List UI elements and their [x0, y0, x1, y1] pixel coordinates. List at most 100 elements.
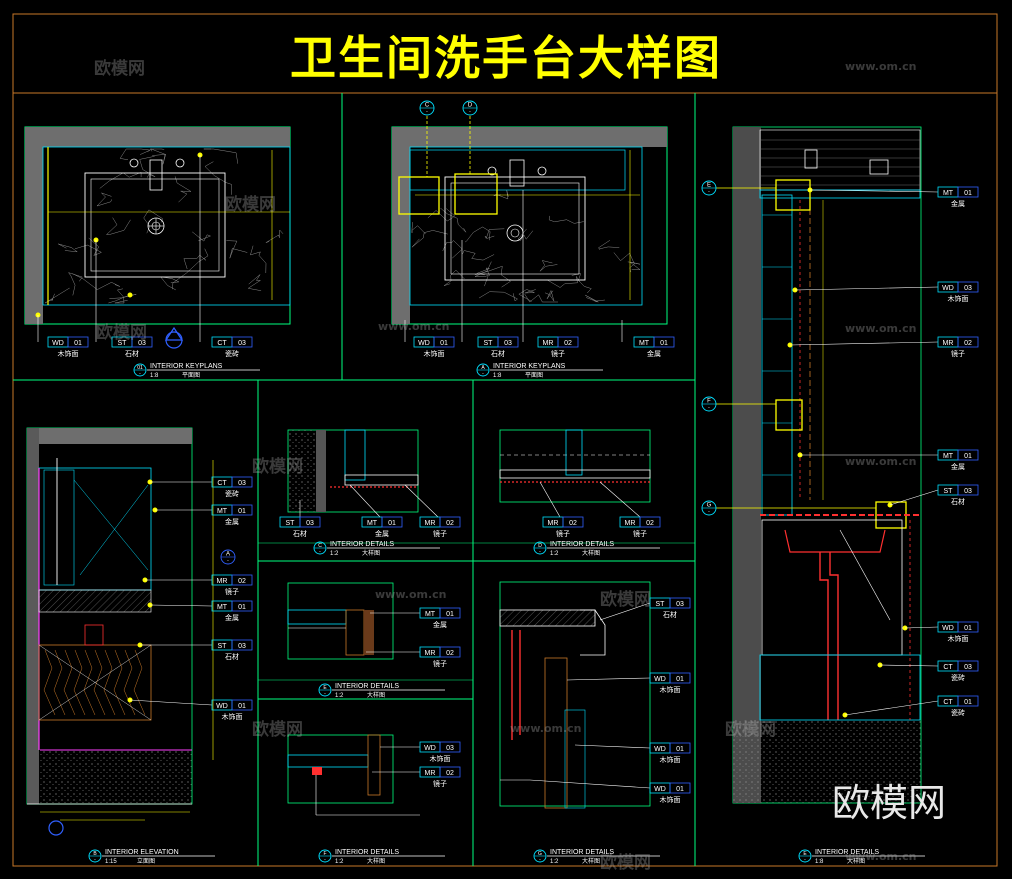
tag-code: WD — [654, 676, 666, 683]
watermark-cn: 欧模网 — [600, 590, 651, 610]
detd-profile — [565, 429, 583, 476]
elev-marker-ring — [48, 820, 64, 836]
tag-number: 01 — [74, 340, 82, 347]
view-caption-sub: - — [94, 857, 96, 863]
marble-vein — [546, 276, 580, 288]
marble-vein — [44, 287, 70, 304]
tag-code: ST — [118, 340, 128, 347]
tag-code: MR — [425, 770, 436, 777]
sect-leader — [904, 626, 939, 629]
sect-leader — [879, 664, 939, 667]
tag-number: 01 — [964, 699, 972, 706]
marble-vein — [226, 240, 248, 259]
tag-number-box — [562, 516, 584, 528]
marble-vein — [478, 291, 518, 302]
view-caption-id: G — [538, 851, 542, 857]
elev-wood-grain — [43, 649, 56, 716]
view-caption-id: F — [323, 851, 326, 857]
detf-seal — [312, 767, 322, 775]
tag-material-label: 金属 — [433, 620, 447, 629]
tag-number-box — [669, 672, 691, 684]
marble-vein — [147, 148, 167, 165]
tag-code: MT — [639, 340, 650, 347]
tag-material-label: 金属 — [951, 199, 965, 208]
plan1-wall-left — [25, 127, 43, 324]
tag-number: 02 — [446, 650, 454, 657]
tag-material-label: 石材 — [491, 349, 505, 358]
marble-vein — [105, 217, 131, 235]
sect-detail-box-e — [775, 179, 811, 211]
view-caption-sub: - — [324, 857, 326, 863]
tag-code: WD — [942, 285, 954, 292]
view-caption-scale: 1:15 — [105, 859, 117, 865]
tag-code: MR — [548, 520, 559, 527]
view-caption-title: INTERIOR DETAILS — [335, 849, 399, 856]
watermark-cn: 欧模网 — [252, 720, 303, 740]
tag-number-box — [439, 607, 461, 619]
section-callout: E- — [701, 180, 717, 196]
elev-leader — [149, 604, 213, 607]
sect-top-rail — [759, 189, 921, 199]
tag-number: 01 — [964, 625, 972, 632]
drawing-title: 卫生间洗手台大样图 — [290, 31, 722, 85]
view-caption-title: INTERIOR KEYPLANS — [493, 363, 566, 370]
elev-mirror-diag — [79, 484, 149, 576]
view-caption-name: 大样图 — [367, 857, 385, 865]
tag-material-label: 木饰面 — [948, 294, 969, 303]
elev-wood-grain — [123, 649, 136, 716]
marble-vein — [544, 289, 555, 302]
tag-number: 02 — [238, 578, 246, 585]
tag-code: MR — [425, 520, 436, 527]
section-callout: D- — [462, 100, 478, 116]
marble-vein — [598, 240, 620, 251]
plan2-detail-box-d — [454, 173, 498, 215]
marble-vein — [139, 156, 156, 178]
view-caption-sub: - — [539, 857, 541, 863]
plan2-wall-top — [392, 127, 667, 147]
watermark-cn: 欧模网 — [94, 59, 145, 79]
marble-vein — [427, 208, 455, 222]
tag-code: ST — [944, 488, 954, 495]
tag-number: 03 — [504, 340, 512, 347]
tag-material-label: 石材 — [293, 529, 307, 538]
tag-number-box — [439, 516, 461, 528]
detf-metal — [367, 734, 381, 796]
tag-number-box — [957, 695, 979, 707]
tag-code: MT — [425, 611, 436, 618]
view-caption-name: 大样图 — [847, 857, 865, 865]
detf-panel — [287, 754, 369, 768]
detd-leader — [539, 481, 561, 518]
detg-stone-top — [499, 609, 596, 627]
tag-number-box — [439, 741, 461, 753]
tag-material-label: 瓷砖 — [225, 349, 239, 358]
tag-material-label: 瓷砖 — [951, 673, 965, 682]
tag-number: 01 — [238, 508, 246, 515]
sect-floor — [733, 720, 921, 803]
sect-leader — [809, 189, 939, 193]
watermark-cn: 欧模网 — [600, 853, 651, 873]
tag-number: 01 — [964, 190, 972, 197]
tag-number: 02 — [446, 770, 454, 777]
tag-number-box — [653, 336, 675, 348]
plan1-counter — [42, 146, 291, 306]
watermark-url: www.om.cn — [845, 455, 917, 468]
view-caption-id: B — [93, 851, 97, 857]
tag-material-label: 镜子 — [556, 529, 570, 538]
detg-leader — [599, 602, 651, 621]
view-caption-sub: - — [324, 691, 326, 697]
section-callout-sub: - — [708, 189, 710, 195]
marble-vein — [462, 250, 495, 261]
marble-vein — [474, 261, 492, 287]
